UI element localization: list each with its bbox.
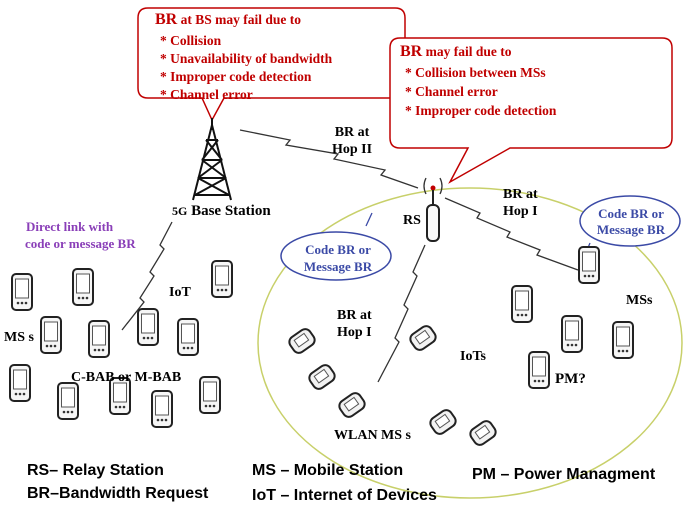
- wlan-label: WLAN MS s: [334, 428, 412, 443]
- cell-tower-icon: [192, 118, 232, 201]
- hop-i-link-right: [444, 197, 579, 271]
- rs-callout-box: [389, 37, 673, 184]
- legend-pm: PM – Power Managment: [472, 466, 656, 483]
- cbab-label: C-BAB or M-BAB: [71, 370, 182, 385]
- bs-callout-box: [137, 7, 406, 122]
- relay-antenna-icon: [423, 177, 443, 242]
- code-br-bubble-left: [280, 212, 392, 281]
- hop-i-link-mid: [377, 244, 426, 383]
- iot-label: IoT: [169, 285, 191, 300]
- code-br-bubble-right: [579, 195, 681, 256]
- legend-rs: RS– Relay Station: [27, 462, 164, 479]
- iots-label: IoTs: [460, 349, 486, 364]
- rs-callout-item: * Channel error: [405, 84, 498, 99]
- relay-coverage-ellipse: [257, 187, 683, 499]
- rs-callout-title: BR may fail due to: [400, 43, 512, 60]
- hop-ii-link: [239, 129, 419, 189]
- rs-callout-item: * Collision between MSs: [405, 65, 546, 80]
- bs-callout-item: * Unavailability of bandwidth: [160, 51, 333, 66]
- bs-callout-item: * Improper code detection: [160, 69, 312, 84]
- base-station-label: 5G Base Station: [172, 203, 271, 219]
- mobile-phone-icon: [9, 260, 233, 428]
- rs-callout-item: * Improper code detection: [405, 103, 557, 118]
- bs-callout-item: * Collision: [160, 33, 222, 48]
- relay-station-label: RS: [403, 213, 421, 228]
- bs-callout-title: BR at BS may fail due to: [155, 11, 301, 28]
- legend-ms: MS – Mobile Station: [252, 462, 404, 479]
- mss-left-label: MS s: [4, 330, 34, 345]
- legend-iot: IoT – Internet of Devices: [252, 487, 437, 504]
- mss-right-label: MSs: [626, 293, 653, 308]
- bs-callout-item: * Channel error: [160, 87, 253, 102]
- direct-link: [121, 221, 173, 331]
- pm-label: PM?: [555, 371, 586, 387]
- legend-br: BR–Bandwidth Request: [27, 485, 209, 502]
